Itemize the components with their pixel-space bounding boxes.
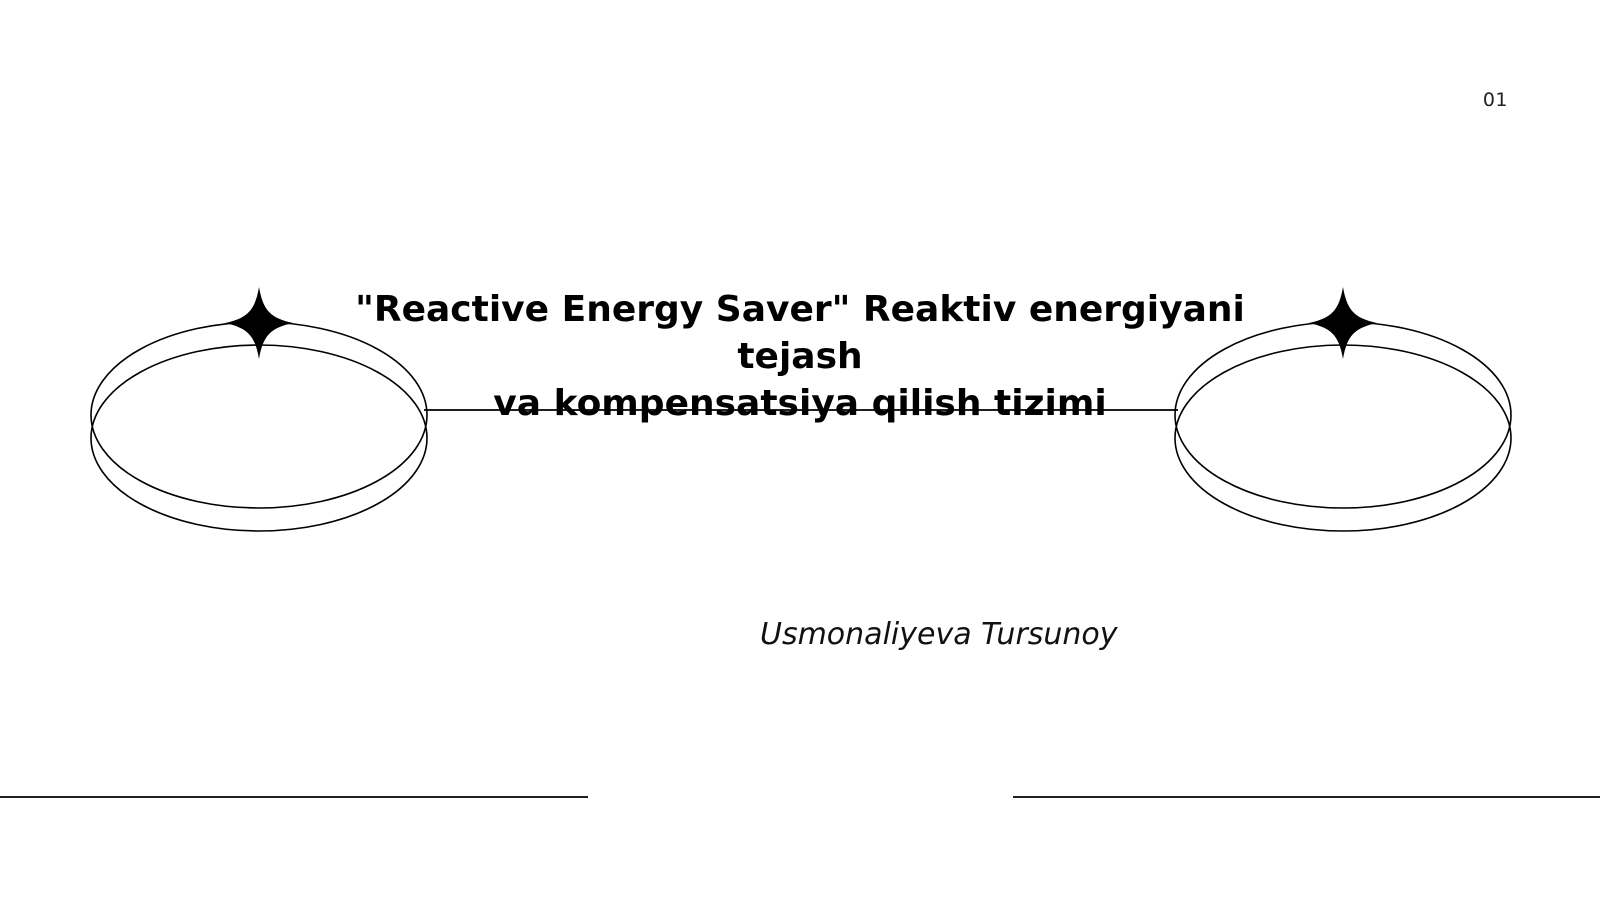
right-star-icon bbox=[1309, 287, 1377, 359]
slide-title: "Reactive Energy Saver" Reaktiv energiya… bbox=[300, 286, 1300, 427]
title-line-1: "Reactive Energy Saver" Reaktiv energiya… bbox=[355, 289, 1245, 377]
left-star-icon bbox=[225, 287, 293, 359]
author-name: Usmonaliyeva Tursunoy bbox=[760, 617, 1118, 652]
title-line-2: va kompensatsiya qilish tizimi bbox=[493, 383, 1107, 424]
page-number: 01 bbox=[1482, 89, 1508, 111]
